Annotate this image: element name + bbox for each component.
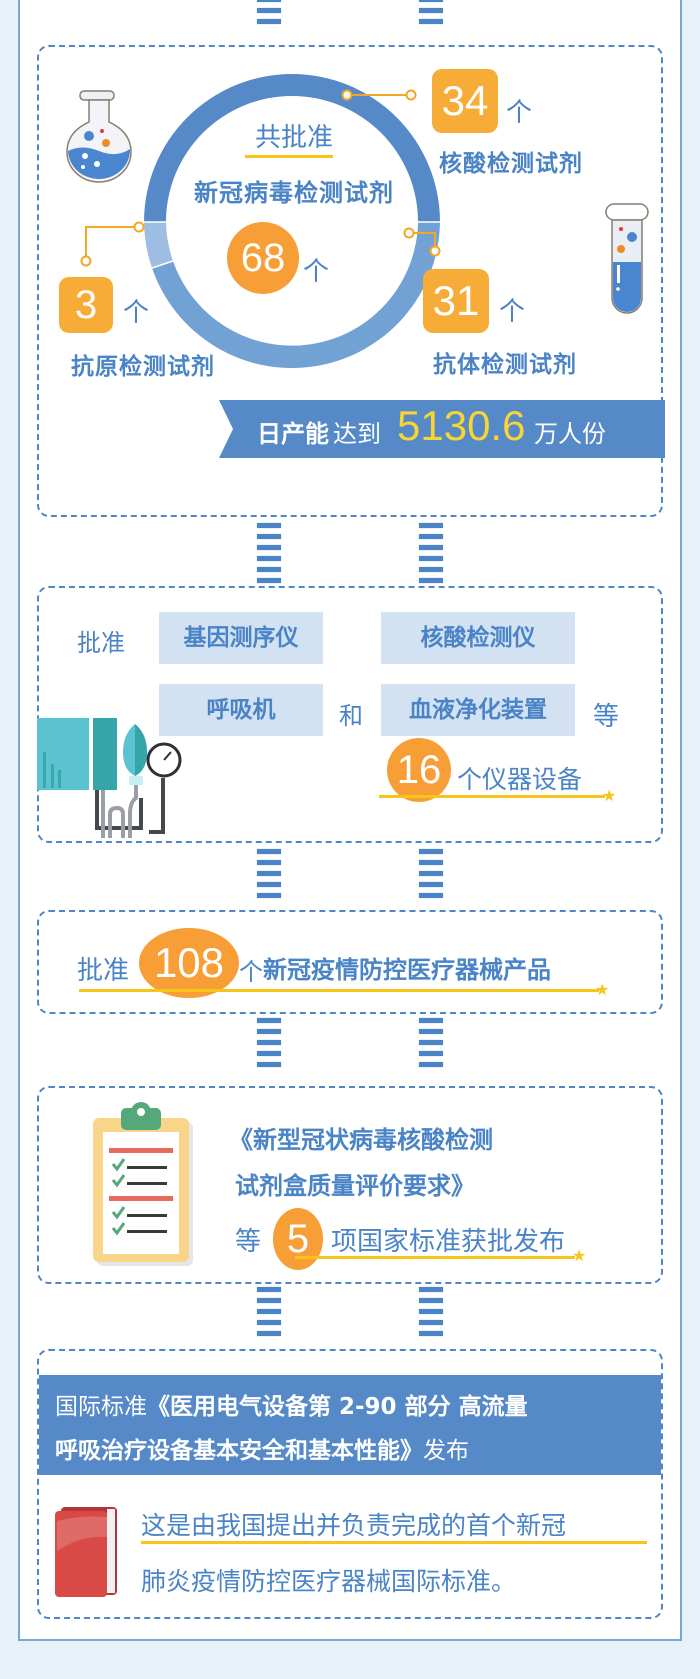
products-count-badge: 108 xyxy=(139,928,239,998)
red-book-icon xyxy=(55,1507,117,1597)
connector-right xyxy=(419,523,443,589)
nucleic-unit: 个 xyxy=(506,98,533,128)
connector-left xyxy=(257,849,281,904)
section-instruments: 批准 基因测序仪 核酸检测仪 呼吸机 和 血液净化装置 等 16 个仪器设备 ★ xyxy=(37,586,663,843)
device-gene-sequencer: 基因测序仪 xyxy=(159,612,323,664)
test-tube-icon xyxy=(605,203,649,314)
antigen-count-badge: 3 xyxy=(59,277,113,333)
device-blood-purifier: 血液净化装置 xyxy=(381,684,575,736)
instruments-suffix: 等 xyxy=(593,702,620,732)
connector-right xyxy=(419,1287,443,1342)
device-ventilator: 呼吸机 xyxy=(159,684,323,736)
center-title: 新冠病毒检测试剂 xyxy=(194,179,394,207)
instruments-count-label: 个仪器设备 xyxy=(457,765,583,794)
standards-prefix: 等 xyxy=(235,1227,262,1257)
daily-capacity-banner: 日产能 达到 5130.6 万人份 xyxy=(219,400,665,458)
flask-icon xyxy=(66,90,132,183)
standards-underline xyxy=(295,1256,575,1259)
banner-line2-plain: 发布 xyxy=(423,1438,469,1464)
clipboard-checklist-icon xyxy=(93,1102,193,1266)
connector-left xyxy=(257,0,281,30)
intl-standard-banner: 国际标准《医用电气设备第 2-90 部分 高流量 呼吸治疗设备基本安全和基本性能… xyxy=(39,1375,661,1475)
products-label: 新冠疫情防控医疗器械产品 xyxy=(263,956,551,984)
standards-count-badge: 5 xyxy=(273,1208,323,1270)
products-underline xyxy=(79,989,599,992)
instruments-conjunction: 和 xyxy=(339,702,363,730)
banner-line2: 呼吸治疗设备基本安全和基本性能》发布 xyxy=(55,1431,469,1465)
total-unit: 个 xyxy=(303,257,330,287)
note-line1: 这是由我国提出并负责完成的首个新冠 xyxy=(141,1511,567,1540)
nucleic-count-badge: 34 xyxy=(432,69,498,133)
connector-left xyxy=(257,1287,281,1342)
donut-ring xyxy=(144,74,440,369)
banner-line1-bold: 《医用电气设备第 2-90 部分 高流量 xyxy=(147,1394,528,1420)
section-test-reagents: 共批准 新冠病毒检测试剂 68 个 34 个 核酸检测试剂 3 个 抗原检测试剂… xyxy=(37,45,665,517)
connector-line-antigen xyxy=(80,221,145,267)
connector-right xyxy=(419,849,443,904)
note-underline xyxy=(141,1541,647,1544)
products-prefix: 批准 xyxy=(77,956,130,986)
connector-left xyxy=(257,523,281,589)
antigen-label: 抗原检测试剂 xyxy=(71,354,215,380)
connector-line-antibody xyxy=(403,227,441,257)
antigen-unit: 个 xyxy=(123,298,150,328)
banner-line2-bold: 呼吸治疗设备基本安全和基本性能》 xyxy=(55,1438,423,1464)
antibody-count-badge: 31 xyxy=(423,269,489,333)
star-icon: ★ xyxy=(602,786,617,805)
total-count-badge: 68 xyxy=(227,222,299,294)
center-heading: 共批准 xyxy=(254,123,333,153)
standards-suffix: 项国家标准获批发布 xyxy=(331,1227,566,1257)
star-icon: ★ xyxy=(572,1246,587,1265)
banner-line1-plain: 国际标准 xyxy=(55,1394,147,1420)
blood-pressure-monitor-icon xyxy=(37,718,182,838)
banner-line1: 国际标准《医用电气设备第 2-90 部分 高流量 xyxy=(55,1387,528,1421)
instruments-underline xyxy=(379,795,605,798)
banner-prefix-bold: 日产能 xyxy=(257,420,329,448)
section-international-standard: 国际标准《医用电气设备第 2-90 部分 高流量 呼吸治疗设备基本安全和基本性能… xyxy=(37,1349,663,1619)
center-underline xyxy=(245,155,333,158)
device-nucleic-detector: 核酸检测仪 xyxy=(381,612,575,664)
connector-left xyxy=(257,1018,281,1073)
banner-suffix: 万人份 xyxy=(534,420,606,448)
instruments-count-badge: 16 xyxy=(387,738,451,802)
connector-right xyxy=(419,0,443,30)
section-medical-products: 批准 108 个 新冠疫情防控医疗器械产品 ★ xyxy=(37,910,663,1014)
section-national-standards: 《新型冠状病毒核酸检测 试剂盒质量评价要求》 等 5 项国家标准获批发布 ★ xyxy=(37,1086,663,1284)
antibody-label: 抗体检测试剂 xyxy=(433,352,577,378)
antibody-unit: 个 xyxy=(499,297,526,327)
instruments-prefix: 批准 xyxy=(77,629,125,657)
nucleic-label: 核酸检测试剂 xyxy=(439,151,583,177)
note-line2: 肺炎疫情防控医疗器械国际标准。 xyxy=(141,1567,517,1596)
connector-line-nucleic xyxy=(341,89,417,101)
products-unit: 个 xyxy=(239,958,263,986)
banner-prefix: 达到 xyxy=(333,420,381,448)
banner-value: 5130.6 xyxy=(397,402,526,449)
standard-title-line2: 试剂盒质量评价要求》 xyxy=(235,1172,475,1200)
star-icon: ★ xyxy=(595,980,610,999)
standard-title-line1: 《新型冠状病毒核酸检测 xyxy=(229,1126,493,1154)
connector-right xyxy=(419,1018,443,1073)
